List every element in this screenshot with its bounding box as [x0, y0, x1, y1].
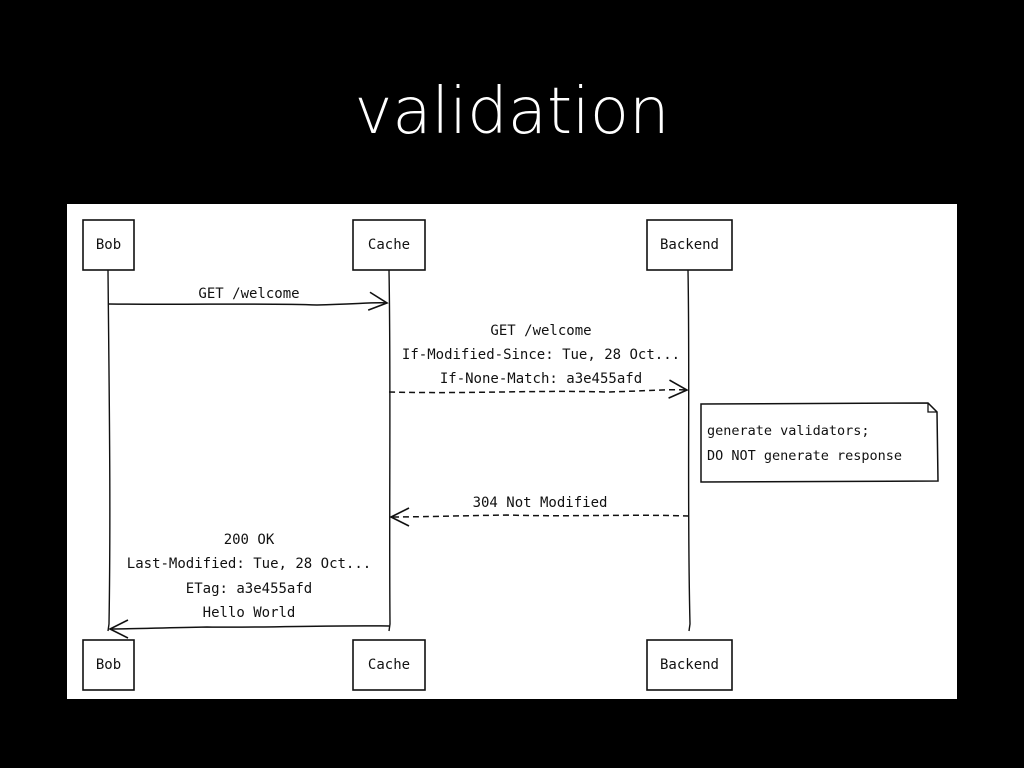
slide-title: validation: [354, 75, 670, 149]
message-label: GET /welcome: [198, 286, 299, 302]
note-line: DO NOT generate response: [707, 448, 902, 464]
participant-box-backend-top: Backend: [646, 219, 733, 271]
participant-box-backend-bottom: Backend: [646, 639, 733, 691]
lifeline-bob: [107, 269, 111, 632]
participant-label: Backend: [660, 237, 719, 253]
message-not-modified-response: 304 Not Modified: [389, 495, 690, 527]
participant-label: Backend: [660, 657, 719, 673]
sequence-diagram-svg: Bob Cache Backend GET /welcome GET /welc…: [82, 219, 939, 691]
participant-label: Bob: [96, 237, 121, 253]
message-label: Hello World: [203, 605, 296, 621]
message-label: Last-Modified: Tue, 28 Oct...: [127, 556, 371, 572]
participant-box-cache-top: Cache: [352, 219, 426, 271]
note-line: generate validators;: [707, 423, 870, 439]
lifeline-backend: [687, 269, 691, 632]
note-backend: generate validators; DO NOT generate res…: [700, 402, 939, 483]
message-label: 304 Not Modified: [473, 495, 608, 511]
message-request-to-cache: GET /welcome: [108, 286, 389, 311]
participant-label: Cache: [368, 657, 410, 673]
message-label: GET /welcome: [490, 323, 591, 339]
message-label: If-None-Match: a3e455afd: [440, 371, 642, 387]
participant-box-bob-top: Bob: [82, 219, 135, 271]
participant-box-cache-bottom: Cache: [352, 639, 426, 691]
message-conditional-request-to-backend: GET /welcome If-Modified-Since: Tue, 28 …: [388, 323, 689, 399]
message-response-to-bob: 200 OK Last-Modified: Tue, 28 Oct... ETa…: [108, 532, 390, 639]
participant-label: Bob: [96, 657, 121, 673]
lifeline-cache: [388, 269, 391, 632]
participant-label: Cache: [368, 237, 410, 253]
participant-box-bob-bottom: Bob: [82, 639, 135, 691]
message-label: 200 OK: [224, 532, 275, 548]
message-label: ETag: a3e455afd: [186, 581, 312, 597]
message-label: If-Modified-Since: Tue, 28 Oct...: [402, 347, 680, 363]
sequence-diagram: Bob Cache Backend GET /welcome GET /welc…: [67, 204, 957, 699]
